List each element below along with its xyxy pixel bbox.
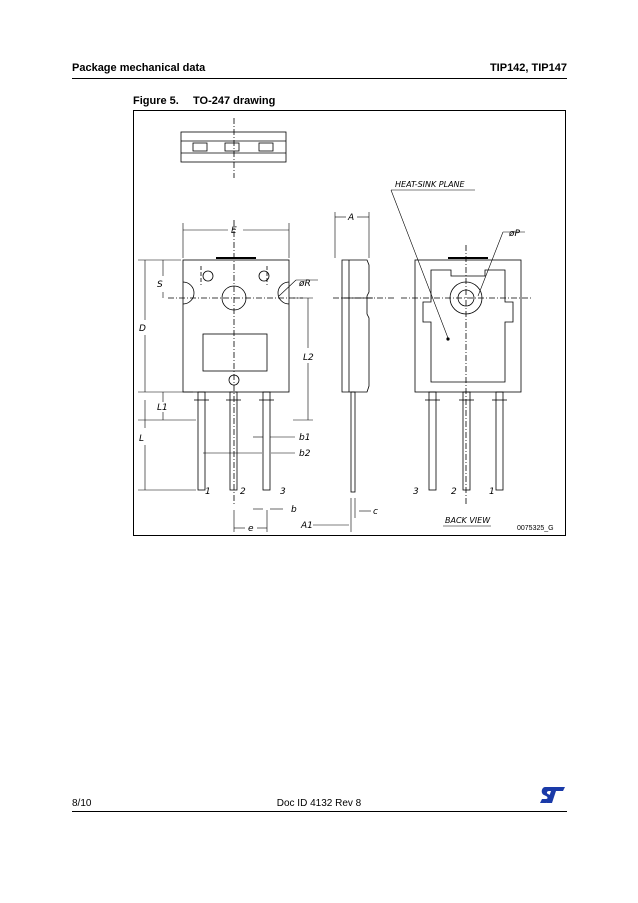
label-pin-back-2: 2 [451, 487, 457, 497]
label-A1: A1 [300, 521, 313, 531]
label-c: c [373, 507, 378, 517]
back-leaders [390, 189, 525, 527]
label-L: L [139, 434, 144, 444]
header-part-number: TIP142, TIP147 [489, 62, 567, 74]
header-rule [72, 78, 567, 79]
label-pin-front-1: 1 [205, 487, 211, 497]
label-S: S [157, 280, 163, 290]
label-A: A [347, 213, 354, 223]
front-view [168, 220, 303, 505]
drawing-canvas: HEAT-SINK PLANE E A øP øR S D L2 L1 L b1… [133, 110, 566, 536]
figure-title: TO-247 drawing [193, 95, 276, 107]
label-L2: L2 [303, 353, 314, 363]
label-b1: b1 [299, 433, 310, 443]
front-dimensions [138, 223, 318, 532]
to247-drawing: HEAT-SINK PLANE E A øP øR S D L2 L1 L b1… [133, 110, 566, 536]
doc-id: Doc ID 4132 Rev 8 [276, 798, 362, 809]
label-pin-front-3: 3 [280, 487, 286, 497]
label-pin-front-2: 2 [240, 487, 246, 497]
figure-frame [133, 110, 566, 536]
label-pin-back-1: 1 [489, 487, 495, 497]
label-E: E [231, 226, 237, 236]
top-view [180, 118, 287, 178]
label-b: b [291, 505, 297, 515]
label-phi-P: øP [508, 229, 521, 239]
side-dimensions [313, 212, 371, 532]
footer-rule [72, 811, 567, 812]
figure-code: 0075325_G [517, 525, 554, 532]
label-back-view: BACK VIEW [445, 516, 491, 525]
label-D: D [139, 324, 146, 334]
label-L1: L1 [157, 403, 168, 413]
page-number: 8/10 [72, 798, 92, 809]
label-heat-sink-plane: HEAT-SINK PLANE [395, 180, 466, 189]
label-e: e [248, 524, 254, 534]
figure-number: Figure 5. [133, 95, 179, 107]
st-logo-icon [539, 785, 567, 810]
label-b2: b2 [299, 449, 311, 459]
back-view [401, 245, 533, 505]
side-view [333, 259, 395, 493]
label-phi-R: øR [298, 279, 311, 289]
label-pin-back-3: 3 [413, 487, 419, 497]
header-section-title: Package mechanical data [72, 62, 206, 74]
